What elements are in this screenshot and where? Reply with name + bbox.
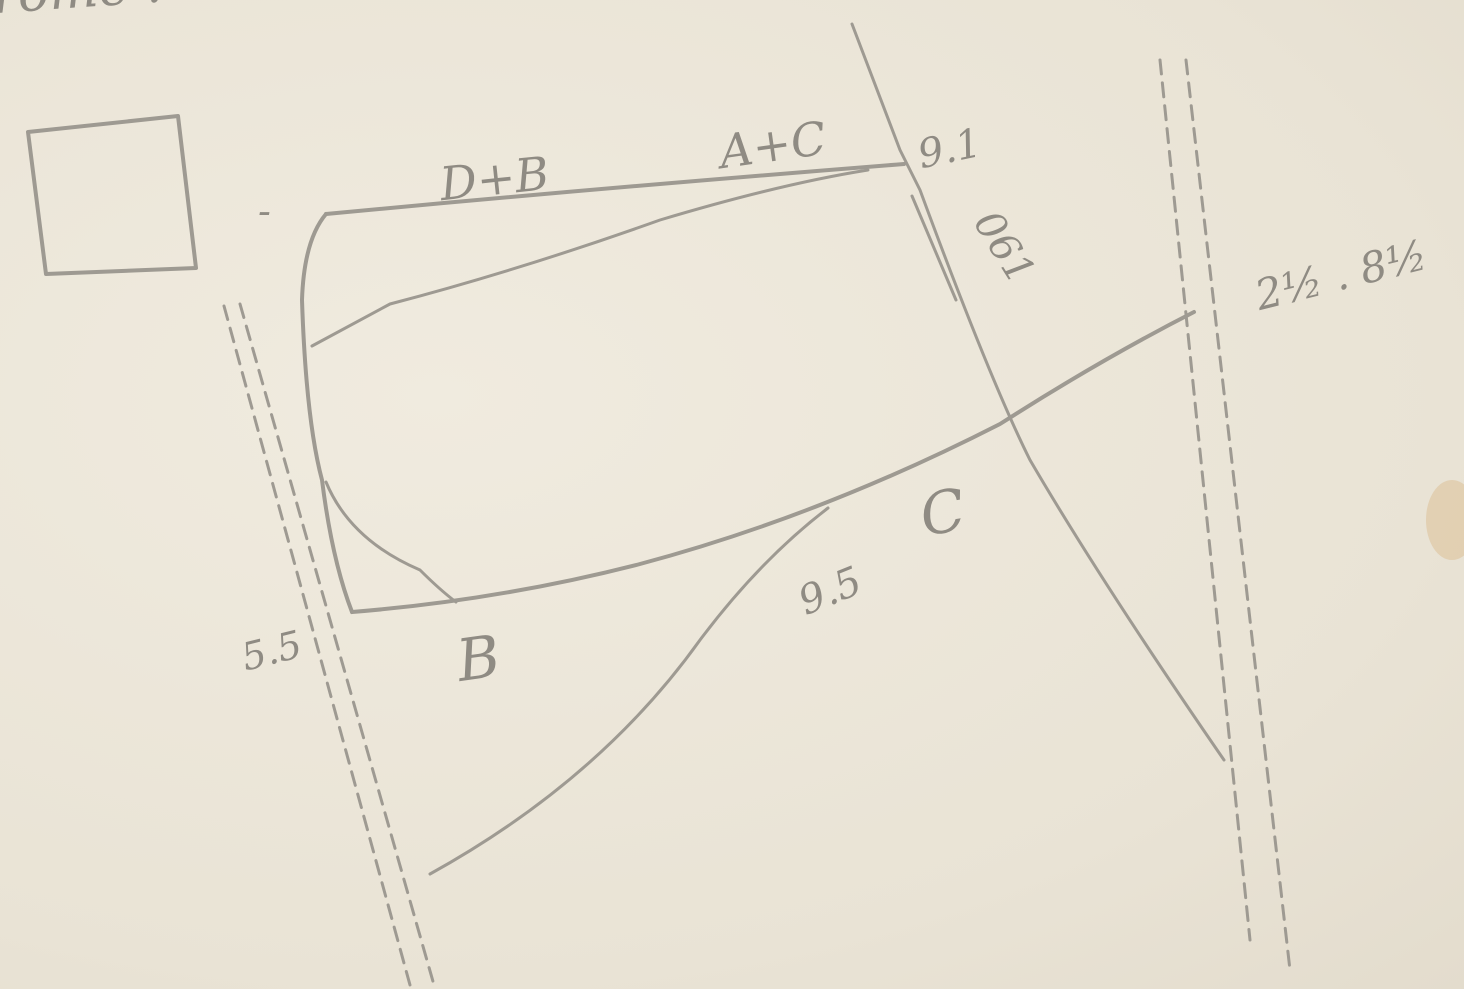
top-edge-line — [324, 162, 906, 216]
paper-stain — [1426, 480, 1464, 560]
left-mark-label: - — [258, 189, 271, 233]
c-label: C — [915, 475, 971, 550]
right-dashed-line-outer — [1158, 58, 1252, 942]
diagonal-line — [850, 22, 1226, 762]
inner-diagonal-line — [310, 168, 870, 348]
lower-diagonal-line — [428, 506, 830, 876]
a-plus-c-label: A+C — [712, 111, 829, 180]
bottom-long-line — [350, 310, 1196, 614]
side-diagonal-label: 061 — [964, 203, 1043, 292]
top-right-value-label: 9.1 — [914, 120, 986, 178]
left-dashed-line-inner — [238, 302, 436, 987]
left-edge-line — [300, 212, 354, 614]
right-dashed-line-inner — [1184, 58, 1292, 972]
left-value-label: 5.5 — [237, 622, 306, 679]
mid-value-label: 9.5 — [792, 558, 868, 624]
d-plus-b-label: D+B — [436, 146, 551, 211]
inner-curve-line — [324, 480, 458, 604]
right-edge-label: 2½ . 8½ — [1249, 230, 1432, 320]
diagonal-short-stroke — [910, 194, 958, 302]
square-shape — [26, 114, 198, 276]
top-scrawl-label: rome . — [0, 0, 164, 26]
b-label: B — [452, 622, 505, 695]
left-dashed-line-outer — [222, 304, 412, 987]
